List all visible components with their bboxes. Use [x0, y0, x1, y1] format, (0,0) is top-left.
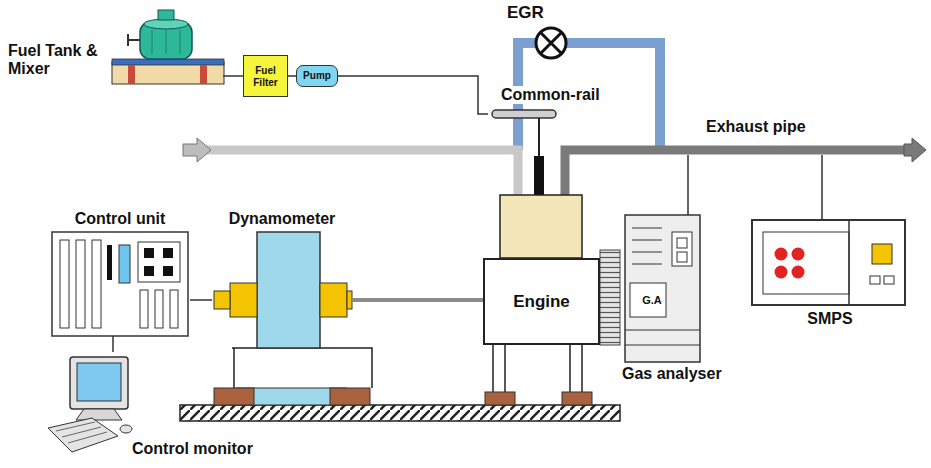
tank-node: Fuel Tank & Mixer	[8, 18, 223, 90]
tank-tap	[128, 34, 140, 46]
connector	[338, 76, 488, 114]
smps-divider	[848, 220, 850, 305]
cylinder-head	[500, 195, 582, 258]
keyboard-keys	[56, 422, 107, 443]
tank-stripe	[200, 65, 207, 84]
monitor-node: Control monitor	[38, 352, 300, 466]
cabinet-key	[144, 266, 154, 276]
tank-band	[112, 59, 224, 65]
injector-line	[538, 118, 540, 156]
connector	[112, 336, 114, 352]
exhaust-arrow	[904, 138, 926, 162]
cabinet-slot	[155, 290, 163, 328]
tank-stripe	[128, 65, 135, 84]
node-text: Common-rail	[498, 86, 603, 104]
smps-node: SMPS	[752, 218, 908, 336]
cabinet-key	[144, 248, 154, 258]
mount-pad	[214, 388, 254, 405]
cabinet-lines	[625, 228, 700, 345]
node-text: Pump	[297, 70, 337, 82]
control-unit-node: Control unit	[50, 208, 190, 336]
pump-box: Pump	[296, 65, 338, 87]
node-text: Gas analyser	[622, 365, 722, 383]
node-text: G.A	[630, 294, 674, 307]
coupling	[320, 283, 347, 317]
node-text: Control unit	[50, 210, 190, 228]
cabinet-slot	[107, 245, 112, 280]
node-text: Fuel Tank & Mixer	[8, 42, 108, 79]
node-text: Control monitor	[132, 440, 253, 458]
smps-panel	[763, 232, 849, 294]
node-text: Engine	[485, 292, 598, 312]
analyser-cabinet	[625, 215, 700, 362]
cabinet-rail	[60, 240, 69, 328]
cabinet-key	[163, 266, 173, 276]
smps-lamp	[775, 248, 788, 261]
intake-pipe	[205, 150, 518, 195]
cabinet-rail	[76, 240, 85, 328]
egr-valve	[536, 28, 566, 58]
smps-lamp	[792, 266, 805, 279]
keyboard	[48, 418, 118, 452]
mouse	[120, 425, 132, 433]
dynamometer-node: Dynamometer	[212, 208, 352, 350]
common-rail-node: Common-rail	[488, 86, 628, 126]
smps-button	[870, 276, 880, 284]
smps-button	[872, 244, 892, 264]
coupling	[230, 283, 257, 317]
smps-button	[884, 276, 894, 284]
analyser-display	[677, 252, 687, 262]
node-text: SMPS	[752, 310, 908, 328]
mount-pad	[330, 388, 370, 405]
coupling	[347, 291, 352, 309]
analyser-display	[672, 232, 692, 266]
screen	[77, 363, 121, 401]
mount-pad	[562, 392, 592, 405]
smps-lamp	[792, 248, 805, 261]
mixer-motor	[158, 10, 174, 20]
egr-valve-node: EGR	[503, 2, 583, 64]
filter-box: Fuel Filter	[243, 55, 288, 97]
dyno-legs	[232, 348, 372, 388]
rail	[492, 110, 556, 118]
dyno-body	[257, 232, 320, 348]
smps-body	[752, 220, 905, 305]
cabinet-slot	[140, 290, 148, 328]
flywheel	[600, 250, 620, 345]
engine-legs	[493, 345, 582, 392]
injector	[534, 156, 544, 195]
cabinet-panel	[138, 242, 180, 282]
cabinet-slot	[170, 290, 178, 328]
pipe-label: Exhaust pipe	[706, 118, 806, 136]
node-text: Dynamometer	[202, 210, 362, 228]
mount-pad	[485, 392, 515, 405]
test-bed	[180, 405, 620, 421]
smps-lamp	[775, 266, 788, 279]
exhaust-pipe	[565, 150, 906, 195]
cabinet-key	[163, 248, 173, 258]
connector	[223, 75, 243, 77]
connector	[288, 75, 296, 77]
analyser-display	[677, 238, 687, 248]
monitor-stand	[76, 409, 122, 420]
node-text: Fuel Filter	[244, 65, 287, 88]
valve-cross	[541, 33, 562, 54]
control-cabinet	[52, 232, 188, 336]
cabinet-rail	[92, 240, 101, 328]
engine-box: Engine	[483, 258, 600, 345]
gas-analyser-node: G.A Gas analyser	[622, 212, 748, 390]
monitor	[70, 357, 128, 409]
node-text: EGR	[507, 3, 544, 23]
cabinet-display	[119, 245, 130, 283]
connector	[352, 298, 483, 302]
intake-arrow	[183, 138, 211, 162]
connector	[190, 299, 212, 301]
coupling	[214, 291, 230, 309]
sample-line	[688, 155, 822, 220]
tank-ribs	[152, 30, 180, 54]
